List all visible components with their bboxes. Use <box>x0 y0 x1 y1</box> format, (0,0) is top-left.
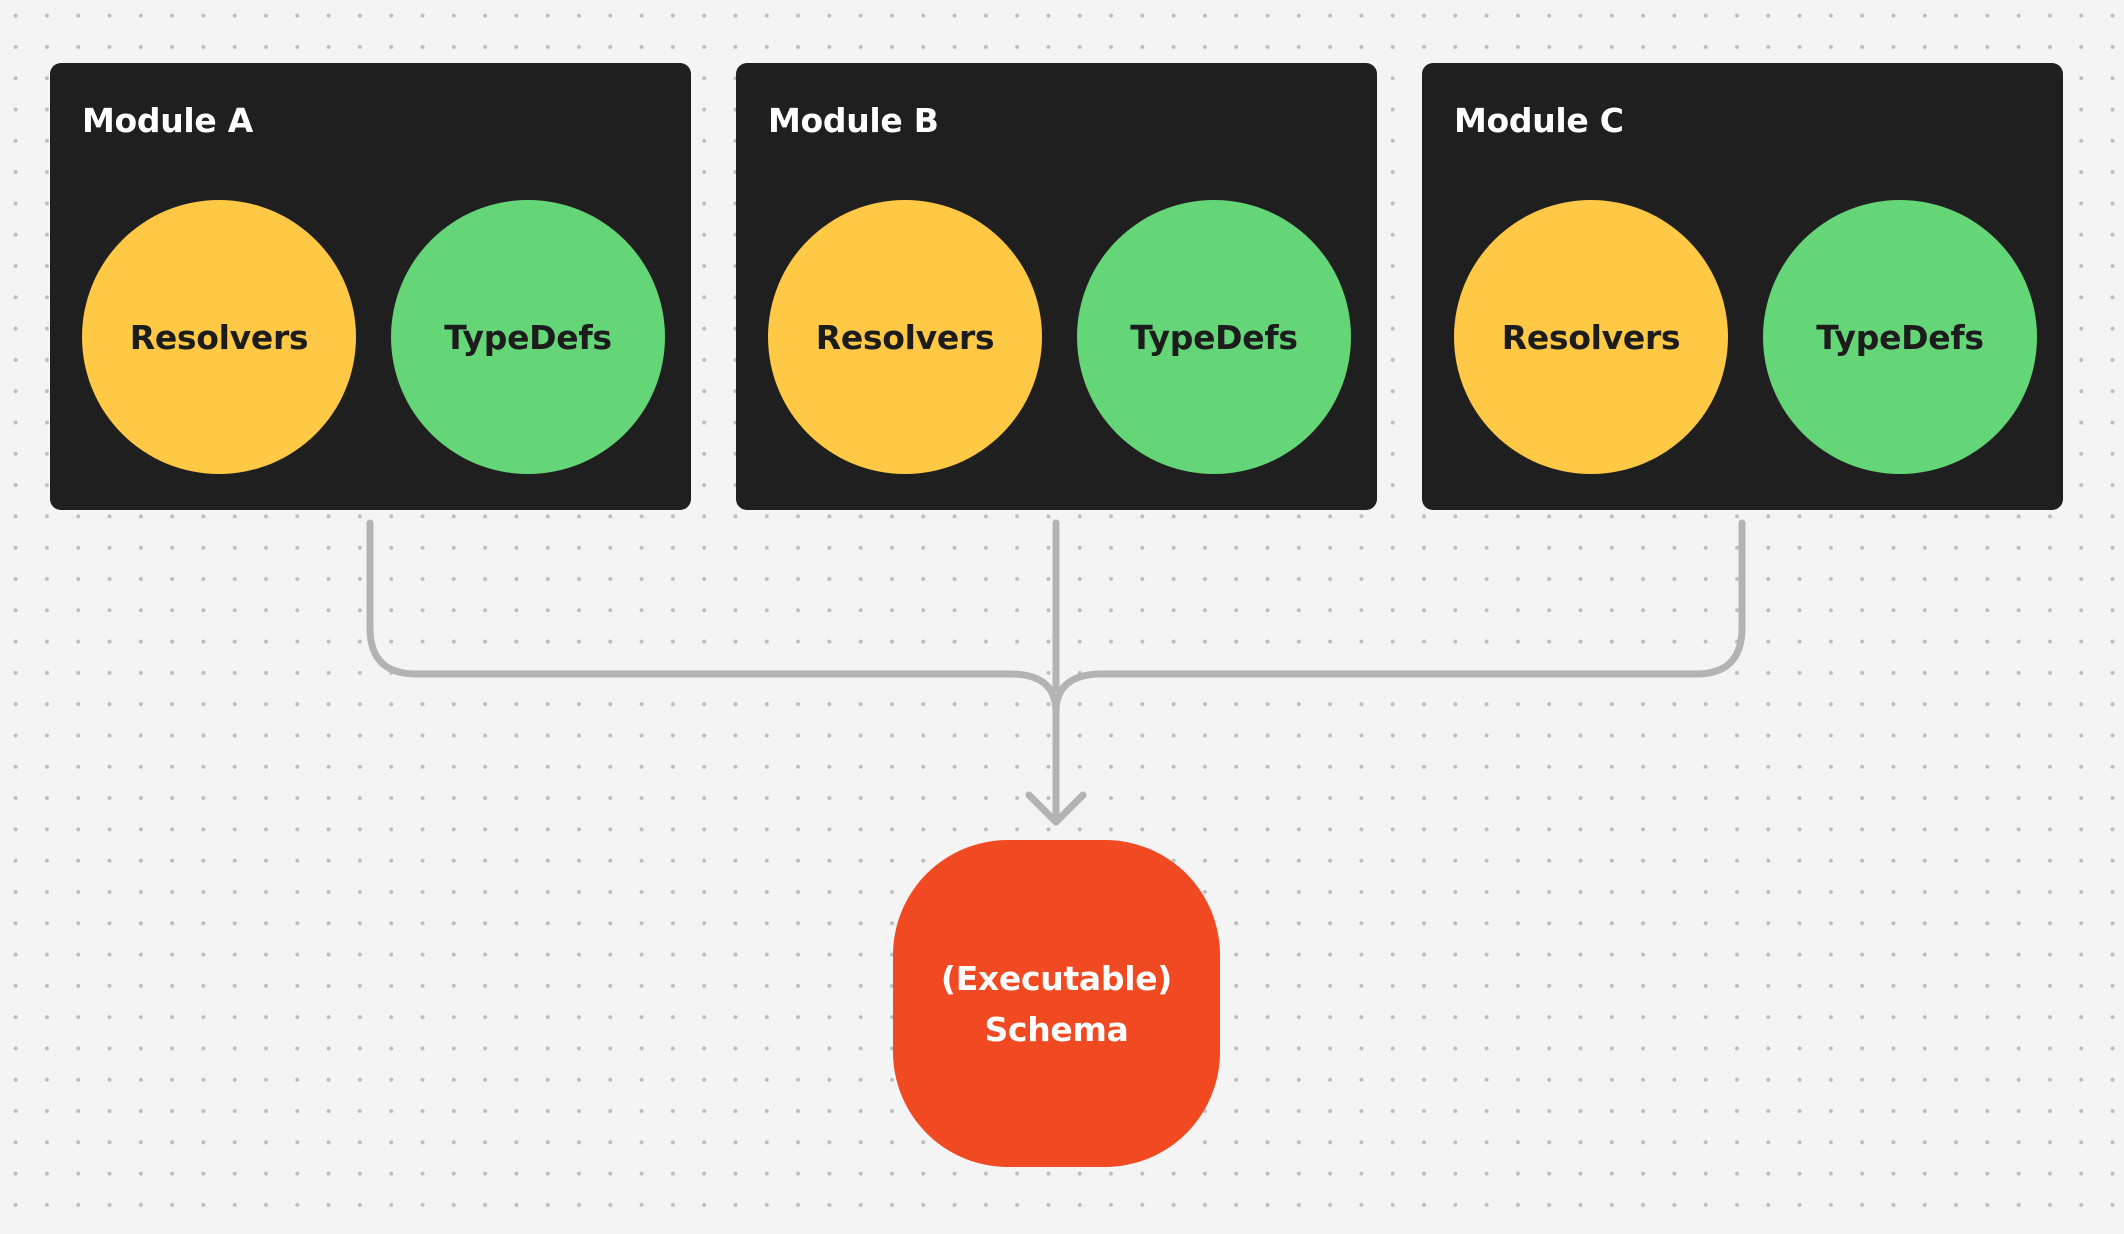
connector-module-c <box>1052 519 1746 716</box>
arrowhead <box>1025 791 1087 826</box>
schema-label-line2: Schema <box>984 1009 1129 1049</box>
module-a-resolvers-node: Resolvers <box>82 200 356 474</box>
module-c-box: Module C Resolvers TypeDefs <box>1422 63 2063 510</box>
module-c-resolvers-node: Resolvers <box>1454 200 1728 474</box>
module-a-title: Module A <box>82 101 253 140</box>
module-a-typedefs-node: TypeDefs <box>391 200 665 474</box>
executable-schema-node: (Executable) Schema <box>893 840 1220 1167</box>
module-b-box: Module B Resolvers TypeDefs <box>736 63 1377 510</box>
module-b-title: Module B <box>768 101 939 140</box>
connector-module-a <box>366 519 1060 716</box>
module-b-resolvers-node: Resolvers <box>768 200 1042 474</box>
module-b-typedefs-node: TypeDefs <box>1077 200 1351 474</box>
module-c-typedefs-node: TypeDefs <box>1763 200 2037 474</box>
module-c-title: Module C <box>1454 101 1624 140</box>
schema-label-line1: (Executable) <box>940 958 1173 998</box>
module-a-box: Module A Resolvers TypeDefs <box>50 63 691 510</box>
